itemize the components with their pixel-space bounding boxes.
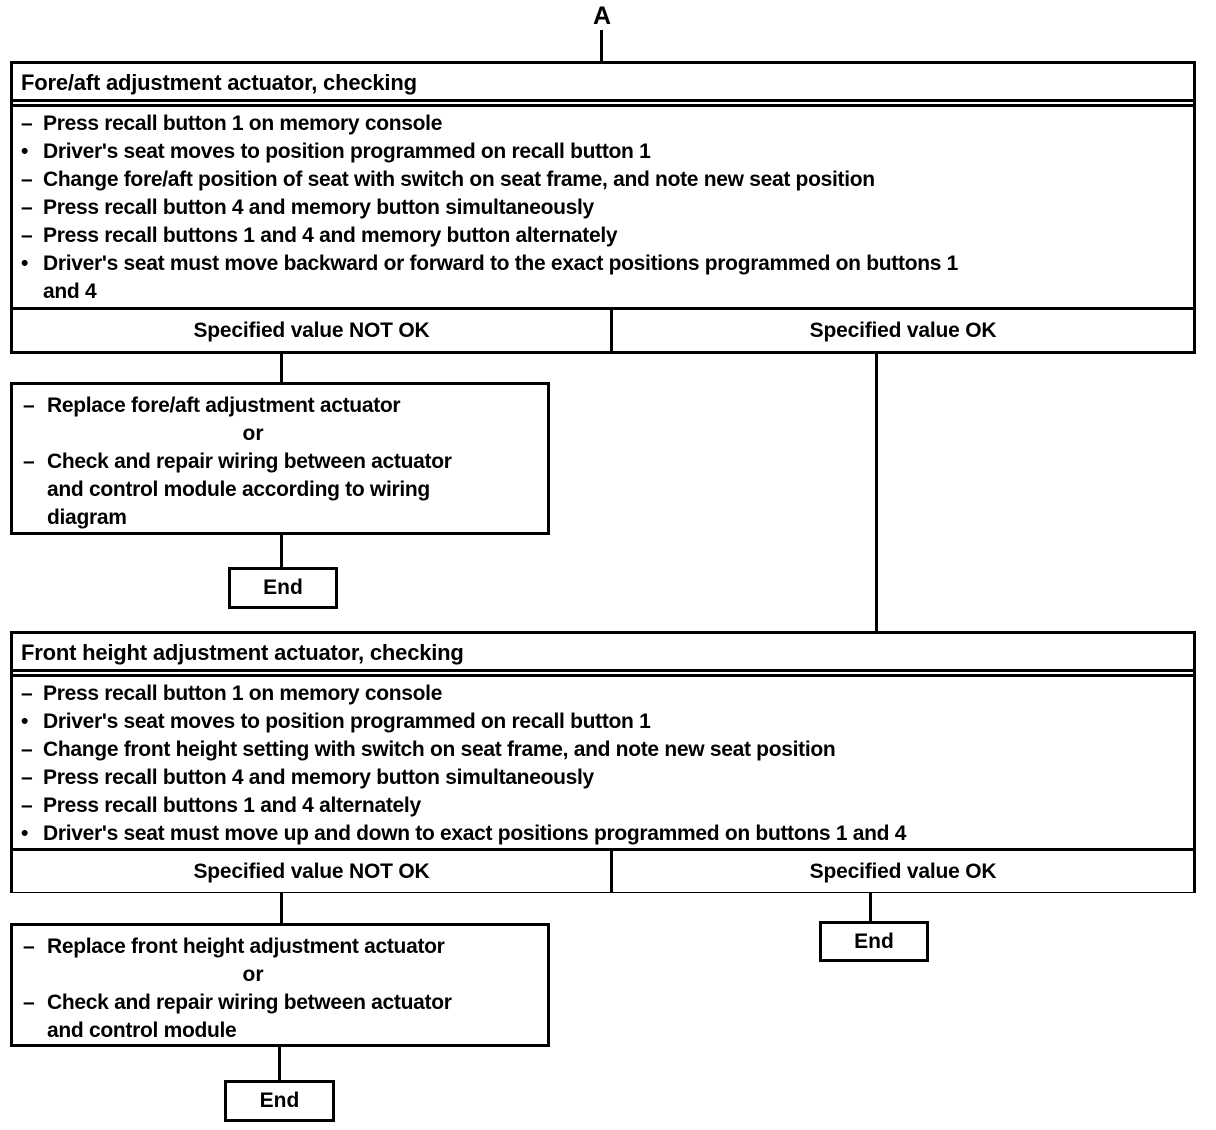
step-text: Press recall button 4 and memory button … [43, 196, 594, 219]
section-fore-aft-check: Fore/aft adjustment actuator, checking –… [10, 61, 1196, 354]
dash-marker: – [21, 682, 33, 705]
step-text: Driver's seat must move backward or forw… [43, 250, 958, 306]
remedy-item: – Replace fore/aft adjustment actuator [23, 392, 543, 420]
step-item: – Press recall button 1 on memory consol… [21, 110, 1163, 138]
outcome-row: Specified value NOT OK Specified value O… [13, 848, 1193, 892]
end-terminator-1: End [228, 567, 338, 609]
dash-marker: – [23, 991, 35, 1014]
remedy-text-line: Check and repair wiring between actuator [47, 450, 452, 473]
outcome-not-ok: Specified value NOT OK [13, 310, 613, 351]
remedy-text: Replace front height adjustment actuator [47, 935, 445, 958]
step-text: Press recall buttons 1 and 4 alternately [43, 794, 421, 817]
line-remedy1-to-end [280, 535, 283, 567]
remedy-text: Check and repair wiring between actuator… [47, 448, 452, 532]
connector-a-line [600, 30, 603, 61]
dash-marker: – [21, 766, 33, 789]
step-text: Press recall button 1 on memory console [43, 112, 443, 135]
remedy-text: Replace fore/aft adjustment actuator [47, 394, 401, 417]
step-text: Change front height setting with switch … [43, 738, 836, 761]
remedy-item: – Check and repair wiring between actuat… [23, 989, 543, 1045]
step-item: – Press recall button 4 and memory butto… [21, 764, 1163, 792]
step-text: Press recall button 1 on memory console [43, 682, 443, 705]
step-text: Driver's seat must move up and down to e… [43, 822, 907, 845]
step-text: Change fore/aft position of seat with sw… [43, 168, 875, 191]
bullet-marker: • [21, 252, 29, 275]
step-text: Driver's seat moves to position programm… [43, 140, 651, 163]
remedy-text-line: Check and repair wiring between actuator [47, 991, 452, 1014]
section-front-height-check: Front height adjustment actuator, checki… [10, 631, 1196, 893]
step-item: – Press recall button 4 and memory butto… [21, 194, 1163, 222]
step-text-line: and 4 [43, 280, 97, 303]
section-title: Front height adjustment actuator, checki… [13, 634, 1193, 677]
dash-marker: – [23, 450, 35, 473]
outcome-row: Specified value NOT OK Specified value O… [13, 307, 1193, 351]
branch-line-ok-1 [875, 354, 878, 631]
branch-line-not-ok-2 [280, 893, 283, 923]
step-item: • Driver's seat moves to position progra… [21, 708, 1163, 736]
step-text: Press recall button 4 and memory button … [43, 766, 594, 789]
step-item: – Change front height setting with switc… [21, 736, 1163, 764]
branch-line-ok-2 [869, 893, 872, 921]
step-text: Press recall buttons 1 and 4 and memory … [43, 224, 618, 247]
or-separator: or [242, 422, 264, 445]
step-item: – Press recall buttons 1 and 4 alternate… [21, 792, 1163, 820]
remedy-text: Check and repair wiring between actuator… [47, 989, 452, 1045]
remedy-text-line: and control module [47, 1019, 237, 1042]
dash-marker: – [21, 738, 33, 761]
remedy-item: – Check and repair wiring between actuat… [23, 448, 543, 532]
step-item: • Driver's seat moves to position progra… [21, 138, 1163, 166]
dash-marker: – [21, 224, 33, 247]
remedy-item: – Replace front height adjustment actuat… [23, 933, 543, 961]
step-item: – Press recall button 1 on memory consol… [21, 680, 1163, 708]
step-item: • Driver's seat must move backward or fo… [21, 250, 1163, 306]
dash-marker: – [21, 196, 33, 219]
connector-a-label: A [592, 2, 612, 30]
outcome-ok: Specified value OK [809, 318, 997, 342]
outcome-not-ok: Specified value NOT OK [13, 851, 613, 892]
dash-marker: – [23, 935, 35, 958]
or-separator: or [242, 963, 264, 986]
dash-marker: – [21, 168, 33, 191]
remedy-box-fore-aft: – Replace fore/aft adjustment actuator o… [10, 382, 550, 535]
end-terminator-3: End [224, 1080, 335, 1122]
section-title: Fore/aft adjustment actuator, checking [13, 64, 1193, 107]
bullet-marker: • [21, 822, 29, 845]
end-terminator-2: End [819, 921, 929, 962]
dash-marker: – [21, 794, 33, 817]
section-steps: – Press recall button 1 on memory consol… [13, 677, 1193, 848]
remedy-text-line: diagram [47, 506, 127, 529]
outcome-ok: Specified value OK [809, 859, 997, 883]
remedy-box-front-height: – Replace front height adjustment actuat… [10, 923, 550, 1047]
line-remedy2-to-end [278, 1047, 281, 1080]
bullet-marker: • [21, 710, 29, 733]
step-item: • Driver's seat must move up and down to… [21, 820, 1163, 848]
step-text: Driver's seat moves to position programm… [43, 710, 651, 733]
step-item: – Change fore/aft position of seat with … [21, 166, 1163, 194]
bullet-marker: • [21, 140, 29, 163]
dash-marker: – [21, 112, 33, 135]
section-steps: – Press recall button 1 on memory consol… [13, 107, 1193, 307]
remedy-text-line: and control module according to wiring [47, 478, 430, 501]
step-text-line: Driver's seat must move backward or forw… [43, 252, 959, 275]
branch-line-not-ok-1 [280, 354, 283, 382]
dash-marker: – [23, 394, 35, 417]
step-item: – Press recall buttons 1 and 4 and memor… [21, 222, 1163, 250]
